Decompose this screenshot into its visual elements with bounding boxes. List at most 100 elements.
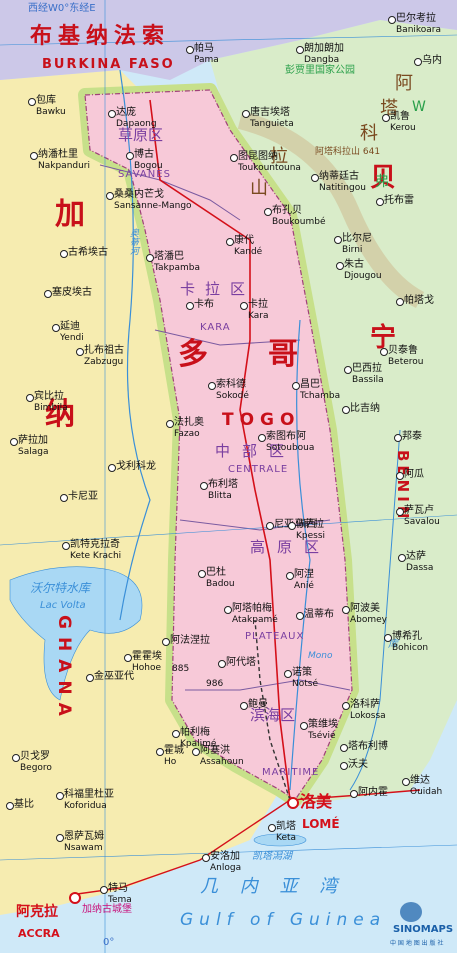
lome-name-en[interactable]: LOMÉ	[302, 817, 340, 831]
city-name-cn[interactable]: 达萨	[406, 551, 426, 562]
city-name-cn[interactable]: 博古	[134, 149, 154, 160]
city-marker[interactable]	[60, 494, 68, 502]
city-name-en[interactable]: Dangba	[304, 55, 340, 65]
city-marker[interactable]	[202, 854, 210, 862]
city-marker[interactable]	[240, 302, 248, 310]
city-marker[interactable]	[62, 542, 70, 550]
city-name-en[interactable]: Lokossa	[350, 711, 386, 721]
city-name-cn[interactable]: 鲍曼	[248, 699, 268, 710]
city-name-cn[interactable]: 朗加朗加	[304, 43, 344, 54]
city-marker[interactable]	[166, 420, 174, 428]
city-marker[interactable]	[344, 366, 352, 374]
city-name-en[interactable]: Salaga	[18, 447, 49, 457]
city-marker[interactable]	[414, 58, 422, 66]
city-name-cn[interactable]: 恩萨瓦姆	[64, 831, 104, 842]
city-name-en[interactable]: Bimbila	[34, 403, 68, 413]
city-marker[interactable]	[340, 762, 348, 770]
city-name-cn[interactable]: 凯鲁	[390, 111, 410, 122]
city-name-cn[interactable]: 阿波美	[350, 603, 380, 614]
city-name-en[interactable]: Zabzugu	[84, 357, 124, 367]
city-name-cn[interactable]: 巴尔考拉	[396, 13, 436, 24]
city-name-cn[interactable]: 沃夫	[348, 759, 368, 770]
city-name-en[interactable]: Djougou	[344, 271, 382, 281]
city-marker[interactable]	[402, 778, 410, 786]
city-marker[interactable]	[336, 262, 344, 270]
city-marker[interactable]	[124, 654, 132, 662]
city-name-en[interactable]: Bassila	[352, 375, 384, 385]
lome-name-cn[interactable]: 洛美	[300, 792, 333, 811]
city-name-cn[interactable]: 延迪	[60, 321, 80, 332]
city-name-cn[interactable]: 帕利梅	[180, 727, 210, 738]
city-name-cn[interactable]: 温蒂布	[304, 609, 334, 620]
city-name-en[interactable]: Bogou	[134, 161, 163, 171]
city-marker[interactable]	[30, 152, 38, 160]
city-name-en[interactable]: Banikoara	[396, 25, 442, 35]
city-marker[interactable]	[288, 522, 296, 530]
city-name-cn[interactable]: 贝戈罗	[20, 751, 50, 762]
city-marker[interactable]	[172, 730, 180, 738]
city-marker[interactable]	[10, 438, 18, 446]
city-name-cn[interactable]: 阿代塔	[226, 657, 256, 668]
lome-marker[interactable]	[287, 797, 299, 809]
city-marker[interactable]	[86, 674, 94, 682]
city-marker[interactable]	[200, 482, 208, 490]
accra-name-cn[interactable]: 阿克拉	[16, 904, 58, 920]
city-name-en[interactable]: Savalou	[404, 517, 440, 527]
city-name-cn[interactable]: 桑桑内芒戈	[114, 189, 164, 200]
city-marker[interactable]	[394, 434, 402, 442]
city-name-en[interactable]: Natitingou	[319, 183, 366, 193]
city-marker[interactable]	[108, 464, 116, 472]
city-name-en[interactable]: Atakpamé	[232, 615, 278, 625]
city-marker[interactable]	[292, 382, 300, 390]
city-name-en[interactable]: Begoro	[20, 763, 52, 773]
city-name-cn[interactable]: 阿塞洪	[200, 745, 230, 756]
city-name-cn[interactable]: 巴西拉	[352, 363, 382, 374]
city-name-en[interactable]: Bohicon	[392, 643, 429, 653]
city-name-en[interactable]: Sotouboua	[266, 443, 315, 453]
city-name-cn[interactable]: 达庞	[116, 107, 136, 118]
city-name-cn[interactable]: 尼亚马萨拉	[274, 519, 324, 530]
city-marker[interactable]	[342, 702, 350, 710]
city-marker[interactable]	[56, 792, 64, 800]
city-name-cn[interactable]: 安洛加	[210, 851, 240, 862]
city-name-cn[interactable]: 帕塔戈	[404, 295, 434, 306]
city-name-cn[interactable]: 基比	[14, 799, 34, 810]
city-name-en[interactable]: Hohoe	[132, 663, 162, 673]
city-name-cn[interactable]: 阿内霍	[358, 787, 388, 798]
city-marker[interactable]	[44, 290, 52, 298]
city-name-cn[interactable]: 阿法涅拉	[170, 635, 210, 646]
city-marker[interactable]	[311, 174, 319, 182]
city-name-cn[interactable]: 阿涅	[294, 569, 314, 580]
city-marker[interactable]	[266, 522, 274, 530]
city-name-cn[interactable]: 比吉纳	[350, 403, 380, 414]
city-marker[interactable]	[186, 302, 194, 310]
city-marker[interactable]	[396, 472, 404, 480]
city-name-cn[interactable]: 科福里杜亚	[64, 789, 114, 800]
city-marker[interactable]	[106, 192, 114, 200]
city-marker[interactable]	[76, 348, 84, 356]
city-marker[interactable]	[350, 790, 358, 798]
city-name-en[interactable]: Tanguieta	[250, 119, 294, 129]
city-name-en[interactable]: Bawku	[36, 107, 66, 117]
city-name-cn[interactable]: 戈利科龙	[116, 461, 156, 472]
city-name-en[interactable]: Nsawam	[64, 843, 103, 853]
city-name-cn[interactable]: 凯特克拉奇	[70, 539, 120, 550]
city-marker[interactable]	[52, 324, 60, 332]
city-marker[interactable]	[100, 886, 108, 894]
city-marker[interactable]	[224, 606, 232, 614]
city-name-cn[interactable]: 索科德	[216, 379, 246, 390]
city-name-cn[interactable]: 纳潘杜里	[38, 149, 78, 160]
city-marker[interactable]	[340, 744, 348, 752]
city-name-en[interactable]: Badou	[206, 579, 235, 589]
city-name-cn[interactable]: 卡拉	[248, 299, 268, 310]
city-name-en[interactable]: Beterou	[388, 357, 424, 367]
city-marker[interactable]	[342, 406, 350, 414]
city-name-en[interactable]: Kete Krachi	[70, 551, 122, 561]
city-name-cn[interactable]: 比尔尼	[342, 233, 372, 244]
city-marker[interactable]	[268, 824, 276, 832]
city-name-cn[interactable]: 塔布利博	[348, 741, 388, 752]
city-name-cn[interactable]: 萨拉加	[18, 435, 48, 446]
city-marker[interactable]	[208, 382, 216, 390]
city-name-en[interactable]: Anloga	[210, 863, 242, 873]
city-marker[interactable]	[396, 508, 404, 516]
